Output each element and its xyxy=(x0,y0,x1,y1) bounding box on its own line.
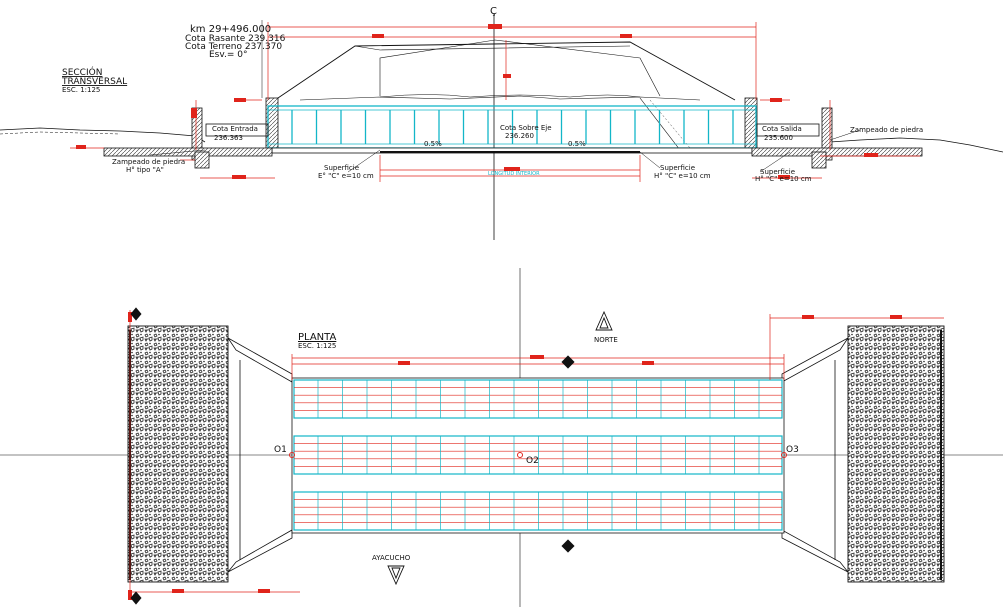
culvert-barrel xyxy=(293,379,783,419)
axis-points xyxy=(289,452,787,458)
esviaje: Esv.= 0° xyxy=(209,50,248,60)
plan-view: O1 O2 O3 NORTE AYACUCHO PLANTA ESC. 1:12… xyxy=(0,268,1003,607)
cota-terreno: Cota Terreno 237.370 xyxy=(185,42,282,52)
section-markers xyxy=(130,307,575,605)
cota-rasante: Cota Rasante 239.316 xyxy=(185,34,286,44)
sup-left: Superficie xyxy=(324,164,359,172)
sup-left-2: E° "C" e=10 cm xyxy=(318,172,374,180)
point-o2: O2 xyxy=(526,456,539,466)
slope-right: 0.5% xyxy=(568,140,586,148)
cota-entrada: Cota Entrada xyxy=(212,125,258,133)
plan-dimension-marks xyxy=(128,312,902,600)
cota-sobre-eje-val: 236.260 xyxy=(505,132,534,140)
slope-left: 0.5% xyxy=(424,140,442,148)
gravel-right xyxy=(847,325,945,583)
cross-section: km 29+496.000 Cota Rasante 239.316 Cota … xyxy=(0,6,1003,240)
sup-right: Superficie xyxy=(760,168,795,176)
embankment xyxy=(274,41,736,101)
plan-scale: ESC. 1:125 xyxy=(298,342,336,350)
ground-left xyxy=(0,127,206,143)
sup-mid-2: H° "C" e=10 cm xyxy=(654,172,711,180)
sup-right-2: H° "C" e=10 cm xyxy=(755,175,812,183)
south-arrow-icon xyxy=(387,565,405,586)
long-label: LONGITUD INTERIOR xyxy=(488,171,540,177)
zampeado-left: Zampeado de piedra xyxy=(112,158,185,166)
cota-entrada-val: 236.363 xyxy=(214,134,243,142)
culvert-cells xyxy=(293,379,783,531)
point-o3: O3 xyxy=(786,445,799,455)
zampeado-left-2: H° tipo "A" xyxy=(126,166,164,174)
dimension-marks xyxy=(76,24,878,179)
north-label: NORTE xyxy=(594,336,618,344)
km-label: km 29+496.000 xyxy=(190,24,271,35)
point-o1: O1 xyxy=(274,445,287,455)
south-label: AYACUCHO xyxy=(372,554,411,562)
sup-mid: Superficie xyxy=(660,164,695,172)
plan-title: PLANTA xyxy=(298,332,336,343)
cota-salida: Cota Salida xyxy=(762,125,802,133)
cota-sobre-eje: Cota Sobre Eje xyxy=(500,124,552,132)
dimension-lines xyxy=(70,22,920,182)
centerline-symbol: Ç xyxy=(490,6,497,17)
ground-right xyxy=(829,137,1003,153)
zampeado-right: Zampeado de piedra xyxy=(850,126,923,134)
section-title-2: TRANSVERSAL xyxy=(61,77,127,87)
culvert-body xyxy=(267,105,757,149)
gravel-left xyxy=(127,325,229,583)
culvert-barrel xyxy=(293,491,783,531)
cota-salida-val: 235.600 xyxy=(764,134,793,142)
north-arrow-icon xyxy=(595,310,613,331)
section-scale: ESC. 1:125 xyxy=(62,86,100,94)
apron-left xyxy=(103,107,273,169)
section-title: SECCIÓN xyxy=(62,66,102,78)
